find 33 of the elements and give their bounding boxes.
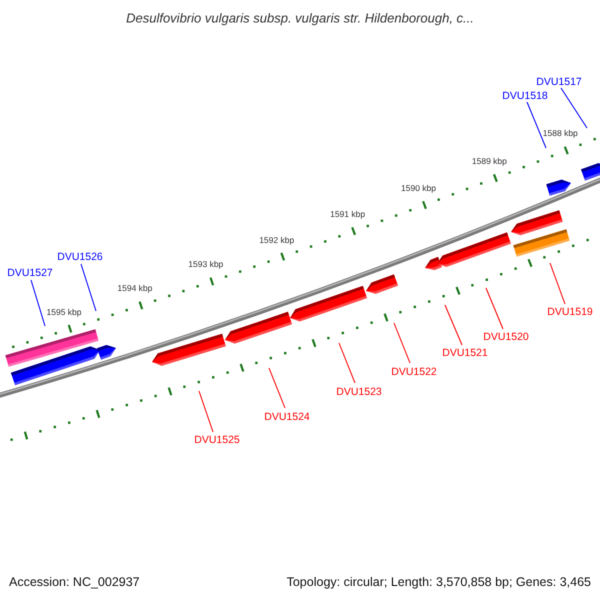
gene-label: DVU1527 <box>7 268 53 278</box>
leader-line <box>526 102 546 148</box>
leader-line <box>30 280 46 326</box>
gene-label: DVU1524 <box>264 412 310 422</box>
scale-label: 1589 kbp <box>472 156 507 166</box>
leader-line <box>560 88 588 128</box>
scale-label: 1588 kbp <box>542 129 578 138</box>
leader-line <box>444 304 462 346</box>
leader-line <box>550 262 566 304</box>
leader-line <box>198 390 214 432</box>
scale-label: 1590 kbp <box>401 184 436 192</box>
gene-label: DVU1520 <box>483 332 529 342</box>
scale-label: 1591 kbp <box>330 210 366 218</box>
gene-label: DVU1525 <box>194 434 240 446</box>
leader-line <box>268 368 286 408</box>
gene-label: DVU1523 <box>336 386 382 398</box>
leader-line <box>338 342 356 384</box>
leader-line <box>486 288 504 330</box>
scale-label: 1593 kbp <box>188 260 224 269</box>
leader-line <box>80 264 96 312</box>
scale-label: 1594 kbp <box>117 284 152 293</box>
gene-label: DVU1521 <box>442 348 488 358</box>
scale-label: 1592 kbp <box>259 235 294 244</box>
footer-text: Accession: NC_002937 <box>9 576 140 588</box>
gene-label: DVU1517 <box>536 76 582 88</box>
footer-text: Topology: circular; Length: 3,570,858 bp; Genes: 3,465 <box>286 576 591 588</box>
gene-label: DVU1519 <box>547 306 593 318</box>
gene-label: DVU1526 <box>57 252 103 262</box>
scale-label: 1595 kbp <box>46 307 82 316</box>
gene-label: DVU1522 <box>391 366 437 378</box>
map-title: Desulfovibrio vulgaris subsp. vulgaris str. Hildenborough, c... <box>126 12 474 24</box>
gene-label: DVU1518 <box>502 90 548 102</box>
leader-line <box>394 322 410 364</box>
